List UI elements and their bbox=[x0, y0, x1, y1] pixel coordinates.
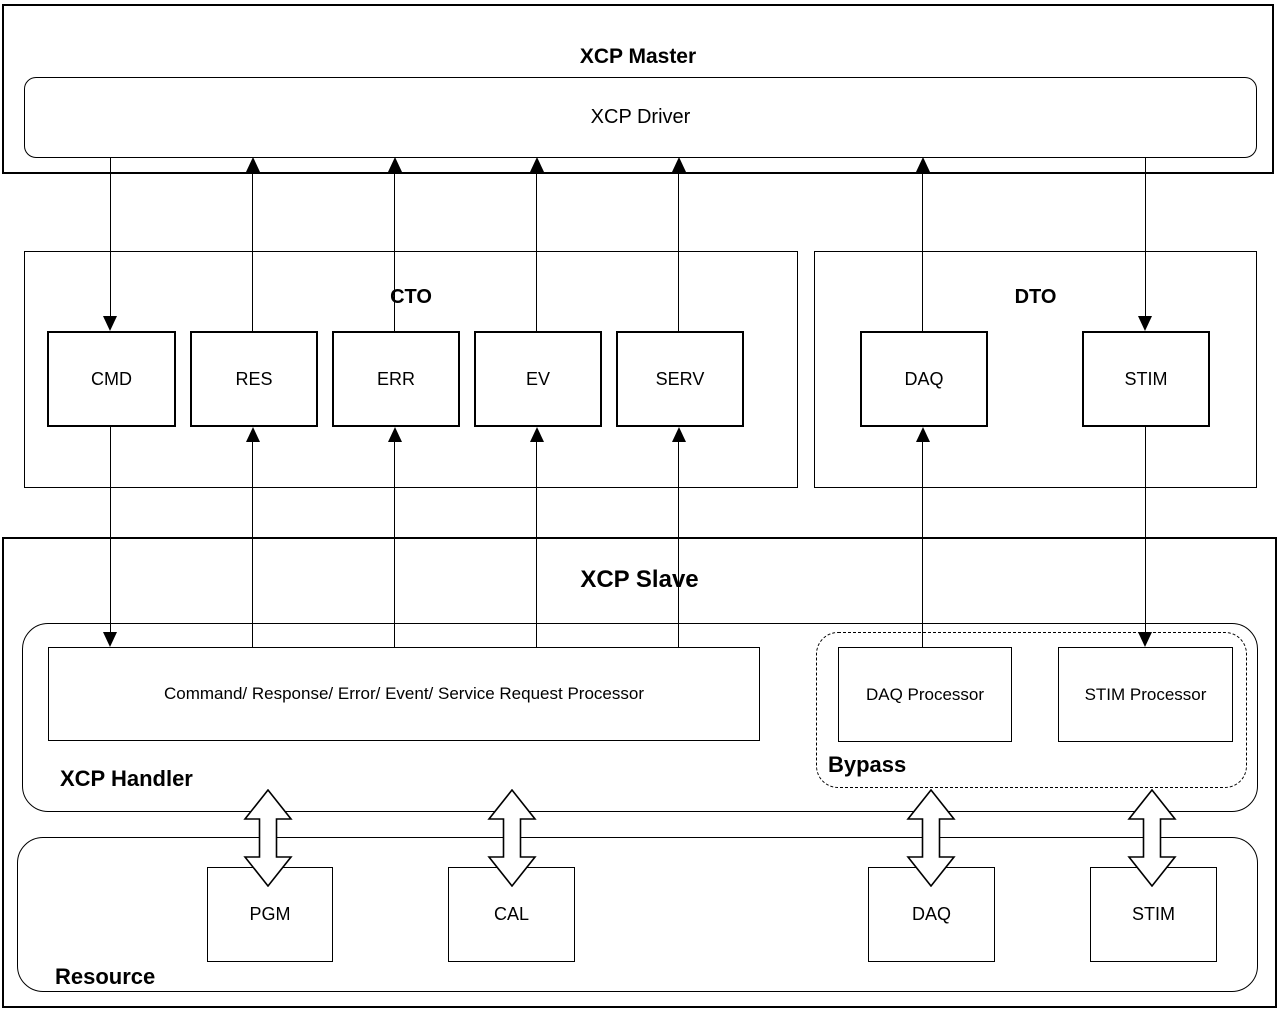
arrow-line-cmd-to-cto bbox=[110, 157, 111, 317]
cto-cmd-label: CMD bbox=[91, 368, 132, 389]
dto-stim-label: STIM bbox=[1124, 368, 1168, 389]
arrowhead-processor-to-ev bbox=[530, 427, 544, 442]
arrow-line-serv-to-driver bbox=[678, 171, 679, 331]
dto-stim-box: STIM bbox=[1082, 331, 1210, 427]
resource-daq-label: DAQ bbox=[911, 904, 951, 924]
arrow-line-daq-to-driver bbox=[922, 171, 923, 331]
arrowhead-stim-to-stimprocessor bbox=[1138, 632, 1152, 647]
arrowhead-daq-to-driver bbox=[916, 157, 930, 172]
arrow-line-err-to-driver bbox=[394, 171, 395, 331]
resource-pgm-label: PGM bbox=[249, 904, 291, 924]
arrowhead-driver-to-stim bbox=[1138, 316, 1152, 331]
arrowhead-serv-to-driver bbox=[672, 157, 686, 172]
double-arrow-handler-pgm bbox=[243, 789, 293, 887]
cto-err-label: ERR bbox=[376, 368, 415, 389]
daq-processor-label: DAQ Processor bbox=[865, 684, 985, 704]
cto-serv-box: SERV bbox=[616, 331, 744, 427]
arrowhead-processor-to-res bbox=[246, 427, 260, 442]
arrowhead-processor-to-err bbox=[388, 427, 402, 442]
request-processor-label: Command/ Response/ Error/ Event/ Service… bbox=[164, 684, 644, 703]
arrowhead-ev-to-driver bbox=[530, 157, 544, 172]
resource-box bbox=[17, 837, 1258, 992]
cto-ev-box: EV bbox=[474, 331, 602, 427]
resource-cal-label: CAL bbox=[493, 904, 529, 924]
arrow-line-res-to-driver bbox=[252, 171, 253, 331]
arrow-line-driver-to-stim bbox=[1145, 157, 1146, 317]
xcp-driver-box: XCP Driver bbox=[24, 77, 1257, 158]
dto-daq-label: DAQ bbox=[904, 368, 944, 389]
stim-processor-box: STIM Processor bbox=[1058, 647, 1233, 742]
arrowhead-res-to-driver bbox=[246, 157, 260, 172]
bypass-box bbox=[816, 632, 1247, 788]
arrowhead-processor-to-serv bbox=[672, 427, 686, 442]
request-processor-box: Command/ Response/ Error/ Event/ Service… bbox=[48, 647, 760, 741]
arrow-line-daqprocessor-to-daq bbox=[922, 441, 923, 647]
arrowhead-err-to-driver bbox=[388, 157, 402, 172]
double-arrow-bypass-stim bbox=[1127, 789, 1177, 887]
double-arrow-handler-cal bbox=[487, 789, 537, 887]
arrowhead-cmd-to-cto bbox=[103, 316, 117, 331]
dto-title: DTO bbox=[1014, 286, 1057, 308]
bypass-title: Bypass bbox=[828, 752, 907, 777]
cto-res-box: RES bbox=[190, 331, 318, 427]
arrowhead-daqprocessor-to-daq bbox=[916, 427, 930, 442]
dto-daq-box: DAQ bbox=[860, 331, 988, 427]
arrow-line-processor-to-ev bbox=[536, 441, 537, 647]
arrowhead-cmd-to-processor bbox=[103, 632, 117, 647]
stim-processor-label: STIM Processor bbox=[1084, 684, 1207, 704]
xcp-handler-title: XCP Handler bbox=[60, 766, 193, 791]
daq-processor-box: DAQ Processor bbox=[838, 647, 1012, 742]
xcp-driver-label: XCP Driver bbox=[590, 106, 691, 128]
cto-serv-label: SERV bbox=[655, 368, 705, 389]
arrow-line-processor-to-serv bbox=[678, 441, 679, 647]
cto-err-box: ERR bbox=[332, 331, 460, 427]
cto-cmd-box: CMD bbox=[47, 331, 176, 427]
double-arrow-bypass-daq bbox=[906, 789, 956, 887]
resource-stim-label: STIM bbox=[1132, 904, 1175, 924]
arrow-line-ev-to-driver bbox=[536, 171, 537, 331]
cto-ev-label: EV bbox=[525, 368, 550, 389]
arrow-line-processor-to-err bbox=[394, 441, 395, 647]
cto-title: CTO bbox=[390, 286, 432, 308]
xcp-slave-title: XCP Slave bbox=[580, 566, 699, 593]
resource-title: Resource bbox=[55, 964, 156, 989]
arrow-line-stim-to-stimprocessor bbox=[1145, 427, 1146, 633]
arrow-line-cmd-to-processor bbox=[110, 427, 111, 633]
cto-res-label: RES bbox=[235, 368, 273, 389]
xcp-master-title: XCP Master bbox=[579, 45, 697, 68]
arrow-line-processor-to-res bbox=[252, 441, 253, 647]
